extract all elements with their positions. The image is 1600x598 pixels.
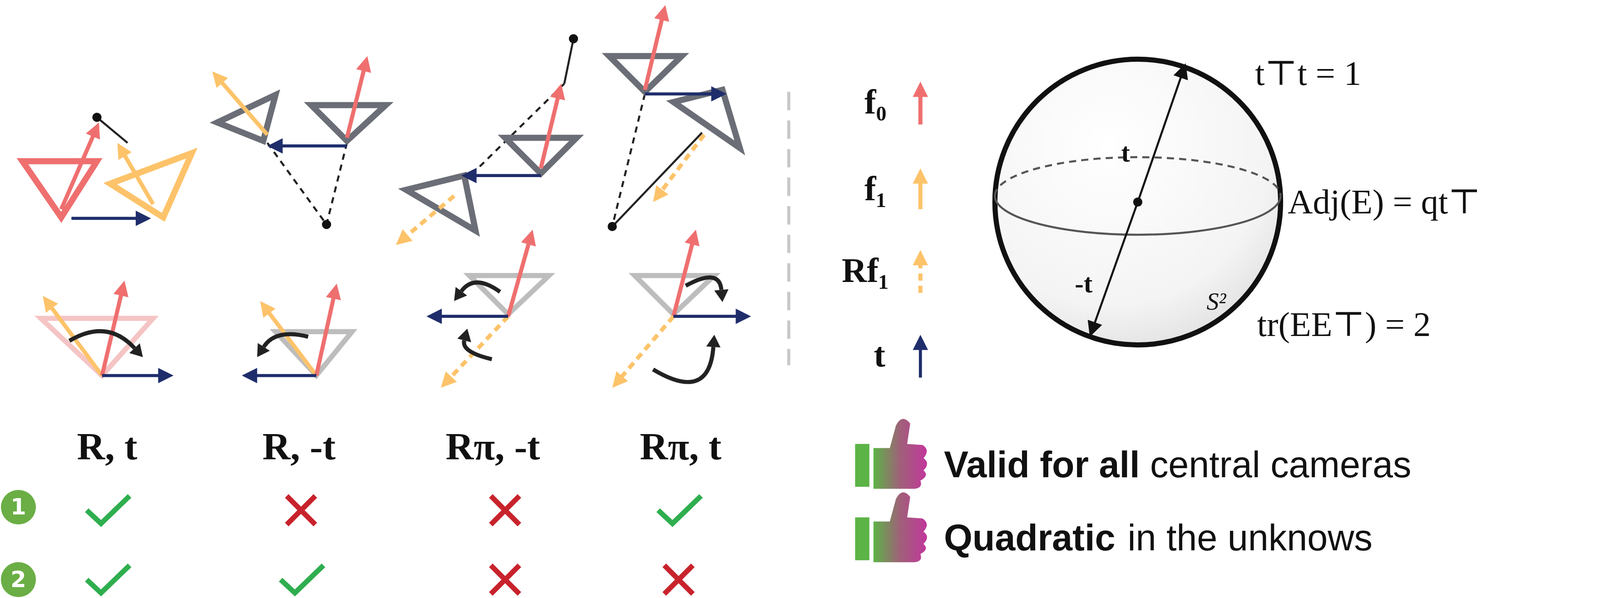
- property-text: Valid for all: [943, 445, 1141, 483]
- legend-arrow: [912, 250, 929, 293]
- property-text: Quadratic: [943, 519, 1116, 557]
- cross-mark: [664, 565, 693, 594]
- legend-label: f₀: [864, 84, 887, 120]
- unit-sphere: [994, 59, 1281, 345]
- point: [568, 34, 578, 44]
- thumbs-up-icon: [854, 492, 927, 563]
- equator-front: [994, 196, 1281, 235]
- legend-label: Rf₁: [841, 252, 889, 288]
- case-label: R, t: [77, 427, 138, 467]
- math-label: S²: [1206, 289, 1226, 315]
- rotation-arrow: [454, 282, 500, 302]
- check-mark: [280, 565, 324, 593]
- legend-label: t: [874, 337, 886, 373]
- legend-arrow: [912, 334, 929, 378]
- vector-arrow: [241, 367, 317, 384]
- rotation-arrow: [652, 334, 721, 382]
- rotation-arrow: [69, 330, 144, 357]
- camera-frustum: [110, 153, 193, 218]
- point: [321, 219, 331, 229]
- translation-vector: [1137, 63, 1189, 203]
- vector-arrow: [652, 134, 704, 203]
- ray-line: [97, 117, 128, 143]
- callout-number: 2: [10, 568, 26, 591]
- math-label: t: [1120, 139, 1130, 167]
- ray-line: [612, 132, 702, 227]
- vector-arrow: [508, 229, 536, 317]
- cross-mark: [490, 495, 520, 525]
- callout-circle: 2: [0, 562, 36, 597]
- check-mark: [86, 495, 130, 524]
- vector-arrow: [212, 71, 267, 135]
- vector-arrow: [61, 122, 100, 210]
- math-label: Adj(E) = qt⊤: [1287, 184, 1481, 220]
- callout-circle: 1: [0, 489, 36, 525]
- check-mark: [658, 495, 702, 524]
- rotation-arrow: [457, 328, 492, 360]
- translation-vector: [1087, 202, 1138, 337]
- vector-arrow: [673, 229, 700, 317]
- epipolar-ray: [267, 143, 327, 225]
- vector-arrow: [267, 138, 347, 154]
- equator-back: [994, 157, 1281, 196]
- vector-arrow: [102, 367, 174, 384]
- vector-arrow: [42, 296, 102, 376]
- check-mark: [86, 565, 130, 593]
- math-label: t⊤t = 1: [1254, 56, 1362, 91]
- case-label: R, -t: [262, 427, 336, 467]
- vector-arrow: [540, 83, 565, 169]
- math-label: tr(EE⊤) = 2: [1257, 306, 1431, 342]
- point: [1133, 197, 1143, 207]
- camera-frustum: [22, 161, 97, 218]
- point: [607, 222, 617, 232]
- vector-arrow: [644, 86, 727, 102]
- math-label: -t: [1074, 270, 1093, 297]
- vector-arrow: [102, 280, 129, 376]
- point: [92, 112, 102, 122]
- vector-arrow: [395, 196, 455, 246]
- vector-arrow: [673, 308, 751, 325]
- vector-arrow: [461, 167, 541, 184]
- rotation-arrow: [685, 277, 729, 302]
- property-text: in the unknows: [1127, 519, 1373, 557]
- case-label: Rπ, -t: [445, 427, 541, 467]
- vector-arrow: [71, 210, 151, 227]
- vector-arrow: [117, 143, 154, 205]
- case-label: Rπ, t: [639, 427, 722, 467]
- legend-label: f₁: [864, 171, 887, 207]
- vector-arrow: [316, 283, 341, 376]
- vector-arrow: [346, 56, 371, 139]
- epipolar-ray: [612, 93, 645, 227]
- legend-arrow: [912, 81, 929, 125]
- vector-arrow: [426, 308, 509, 325]
- vector-arrow: [644, 4, 669, 90]
- epipolar-ray: [326, 143, 347, 225]
- camera-frustum: [673, 89, 740, 149]
- cross-mark: [490, 565, 520, 594]
- ray-line: [564, 38, 574, 84]
- thumbs-up-icon: [854, 418, 927, 489]
- camera-frustum: [405, 175, 476, 231]
- separator: [787, 91, 791, 366]
- legend-arrow: [912, 168, 929, 210]
- vector-arrow: [440, 316, 509, 388]
- vector-arrow: [260, 301, 317, 376]
- property-text: central cameras: [1150, 445, 1412, 483]
- rotation-arrow: [256, 334, 308, 358]
- callout-number: 1: [10, 495, 26, 519]
- cross-mark: [286, 495, 316, 525]
